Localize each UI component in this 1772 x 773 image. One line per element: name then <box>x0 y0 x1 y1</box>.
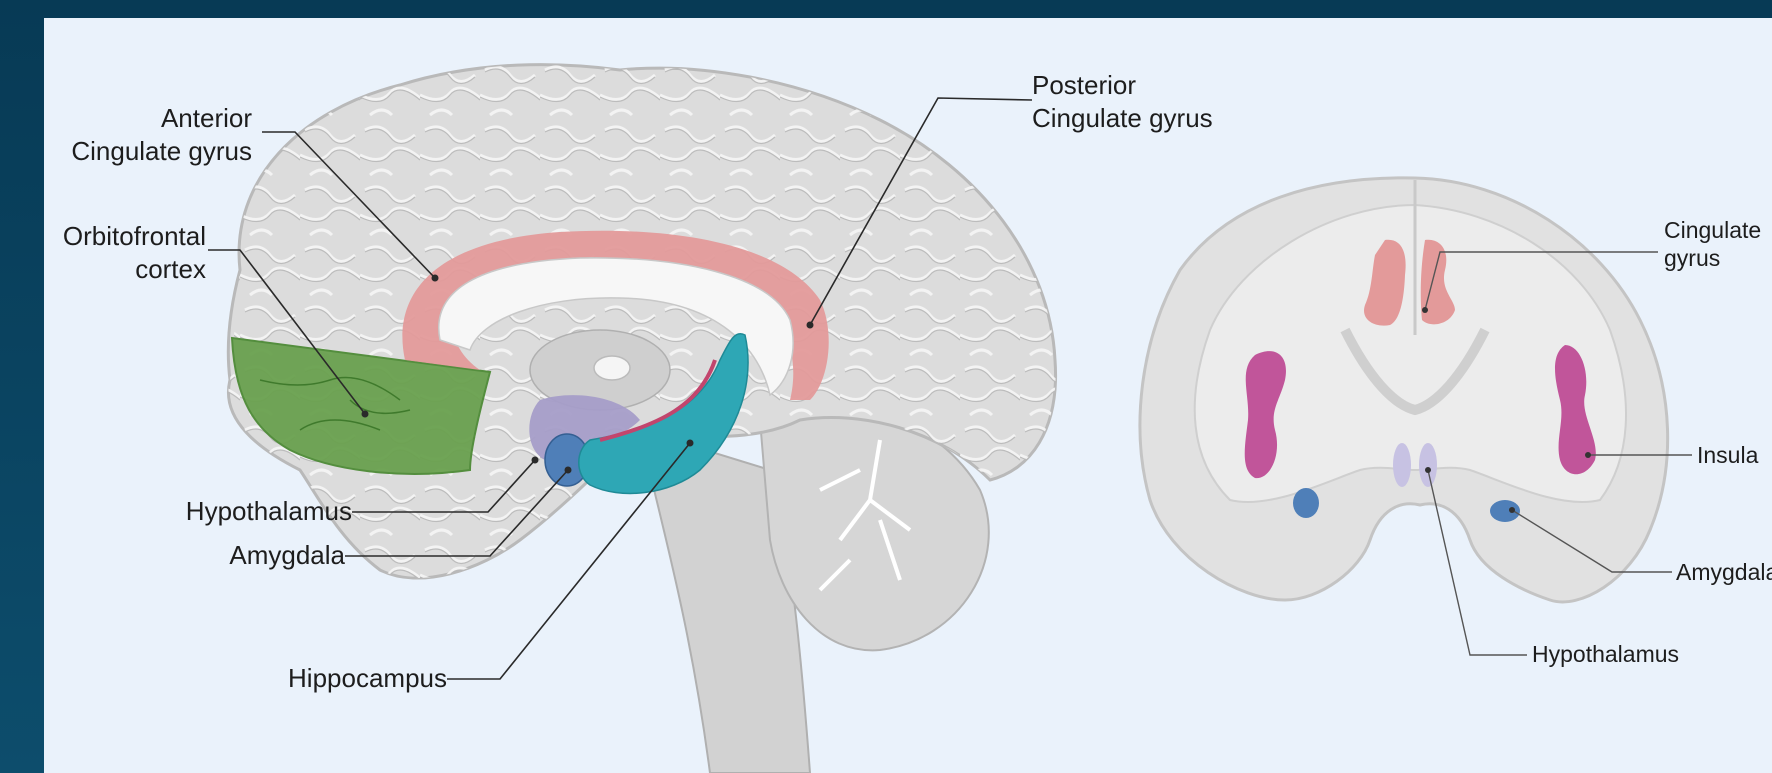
label-coronal-cingulate-line2: gyrus <box>1664 245 1720 271</box>
coronal-hypothalamus-left <box>1393 443 1411 487</box>
leader-dot <box>687 440 694 447</box>
leader-dot <box>1509 507 1515 513</box>
fornix-ring <box>594 356 630 380</box>
label-posterior-line2: Cingulate gyrus <box>1032 103 1213 133</box>
label-hippocampus: Hippocampus <box>288 663 447 693</box>
label-coronal-amygdala: Amygdala <box>1676 559 1772 585</box>
label-amygdala: Amygdala <box>229 540 345 570</box>
leader-dot <box>1422 307 1428 313</box>
label-anterior-line1: Anterior <box>161 103 252 133</box>
coronal-amygdala-right <box>1490 500 1520 522</box>
label-coronal-insula: Insula <box>1697 442 1759 468</box>
label-orbitofrontal-line1: Orbitofrontal <box>63 221 206 251</box>
coronal-section <box>1140 178 1668 602</box>
label-coronal-hypothalamus: Hypothalamus <box>1532 641 1679 667</box>
label-hypothalamus: Hypothalamus <box>186 496 352 526</box>
label-posterior-line1: Posterior <box>1032 70 1136 100</box>
leader-dot <box>432 275 439 282</box>
coronal-amygdala-left <box>1293 488 1319 518</box>
leader-dot <box>362 411 369 418</box>
leader-dot <box>1425 467 1431 473</box>
coronal-hypothalamus-right <box>1419 443 1437 487</box>
label-coronal-cingulate-line1: Cingulate <box>1664 217 1761 243</box>
leader-dot <box>565 467 572 474</box>
leader-dot <box>1585 452 1591 458</box>
label-orbitofrontal-line2: cortex <box>135 254 206 284</box>
leader-dot <box>807 322 814 329</box>
label-anterior-line2: Cingulate gyrus <box>71 136 252 166</box>
leader-dot <box>532 457 539 464</box>
